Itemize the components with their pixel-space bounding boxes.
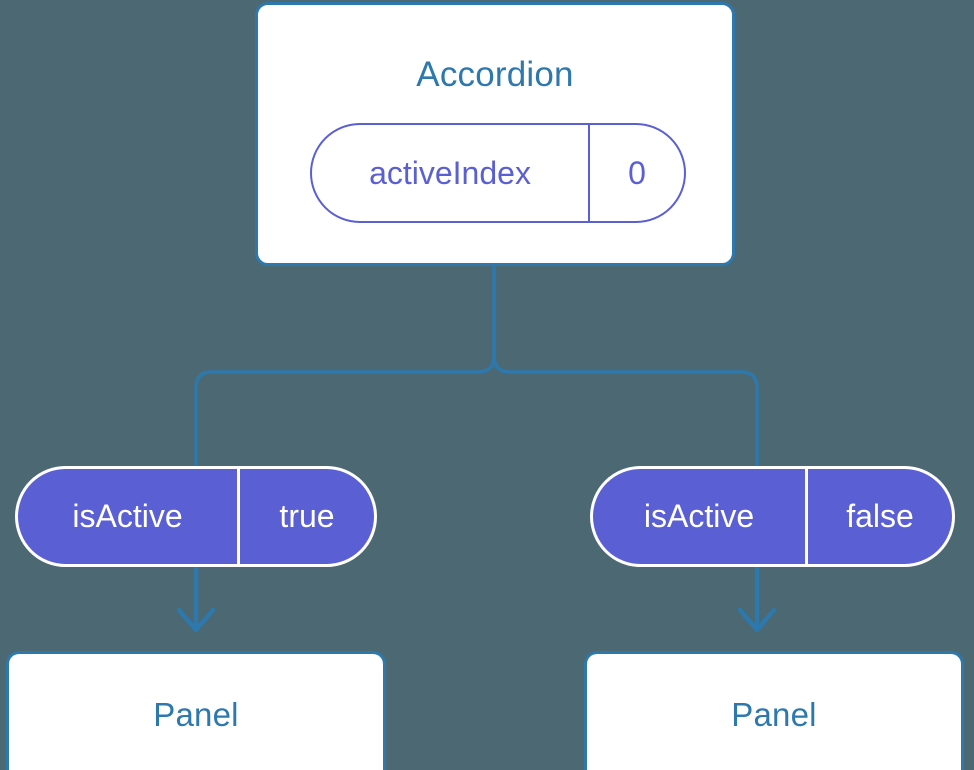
state-value-label: 0: [628, 154, 646, 191]
prop-value-label: false: [846, 498, 914, 534]
state-key-label: activeIndex: [312, 125, 590, 221]
connector-left-branch: [194, 264, 496, 468]
prop-pill-is-active-true[interactable]: isActive true: [15, 466, 377, 567]
panel-component-node-right[interactable]: Panel: [584, 651, 964, 770]
connector-right-branch: [492, 264, 759, 468]
prop-pill-is-active-false[interactable]: isActive false: [590, 466, 955, 567]
state-pill-active-index[interactable]: activeIndex 0: [310, 123, 686, 223]
accordion-component-node[interactable]: Accordion activeIndex 0: [255, 2, 735, 266]
accordion-node-title: Accordion: [416, 55, 574, 94]
panel-component-node-left[interactable]: Panel: [6, 651, 386, 770]
prop-value-label: true: [279, 498, 335, 534]
prop-key-label: isActive: [593, 469, 808, 564]
arrow-right-down-icon: [737, 564, 777, 633]
panel-node-title: Panel: [153, 696, 239, 733]
panel-node-title: Panel: [731, 696, 817, 733]
prop-key-label: isActive: [18, 469, 240, 564]
arrow-left-down-icon: [176, 564, 216, 633]
